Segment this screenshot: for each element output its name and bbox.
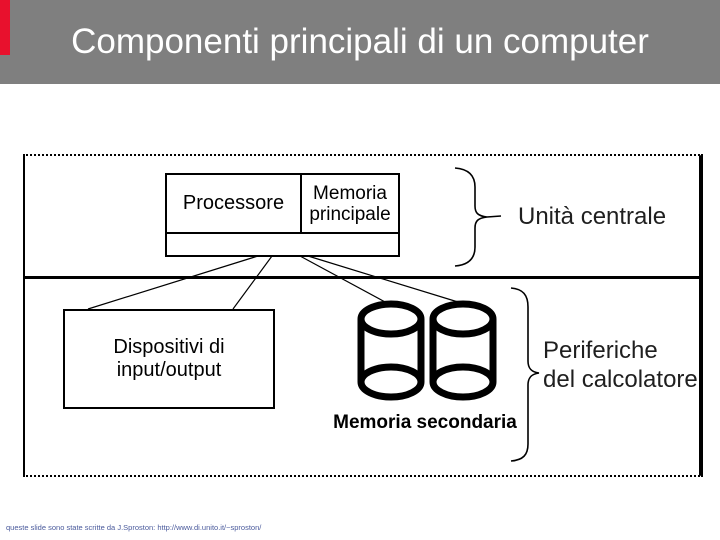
processor-memory-cells: Processore Memoria principale [167,175,398,232]
peripherals-label-line1: Periferiche [543,337,658,364]
curly-brace-peripherals [510,287,540,462]
red-accent-bar [0,0,10,55]
connector-line-io-left [87,255,259,310]
disk-cylinder-icon [429,300,497,401]
slide-title: Componenti principali di un computer [71,22,649,61]
footer-credit-link[interactable]: queste slide sono state scritte da J.Spr… [6,523,262,532]
peripherals-label: Periferiche del calcolatore [543,336,698,394]
io-devices-box: Dispositivi di input/output [63,309,275,409]
peripherals-label-line2: del calcolatore [543,366,698,393]
bus-strip [167,232,398,255]
disk-cylinder-icon [357,300,425,401]
connector-line-disk2 [307,255,459,303]
brace-pointer-tick [486,215,502,218]
processor-memory-block: Processore Memoria principale [165,173,400,257]
system-boundary-box [23,154,703,477]
central-unit-label: Unità centrale [518,203,667,230]
central-unit-peripherals-divider [23,276,703,279]
secondary-memory-label: Memoria secondaria [333,412,517,433]
processor-box: Processore [182,192,285,214]
io-devices-label-line2: input/output [116,359,222,381]
connector-line-io-right [232,255,273,310]
connector-lines [87,255,459,310]
connector-line-disk1 [299,255,388,304]
slide-header: Componenti principali di un computer [0,0,720,84]
main-memory-box: Memoria principale [300,175,398,232]
io-devices-label-line1: Dispositivi di [113,336,225,358]
curly-brace-central-unit [454,167,502,267]
